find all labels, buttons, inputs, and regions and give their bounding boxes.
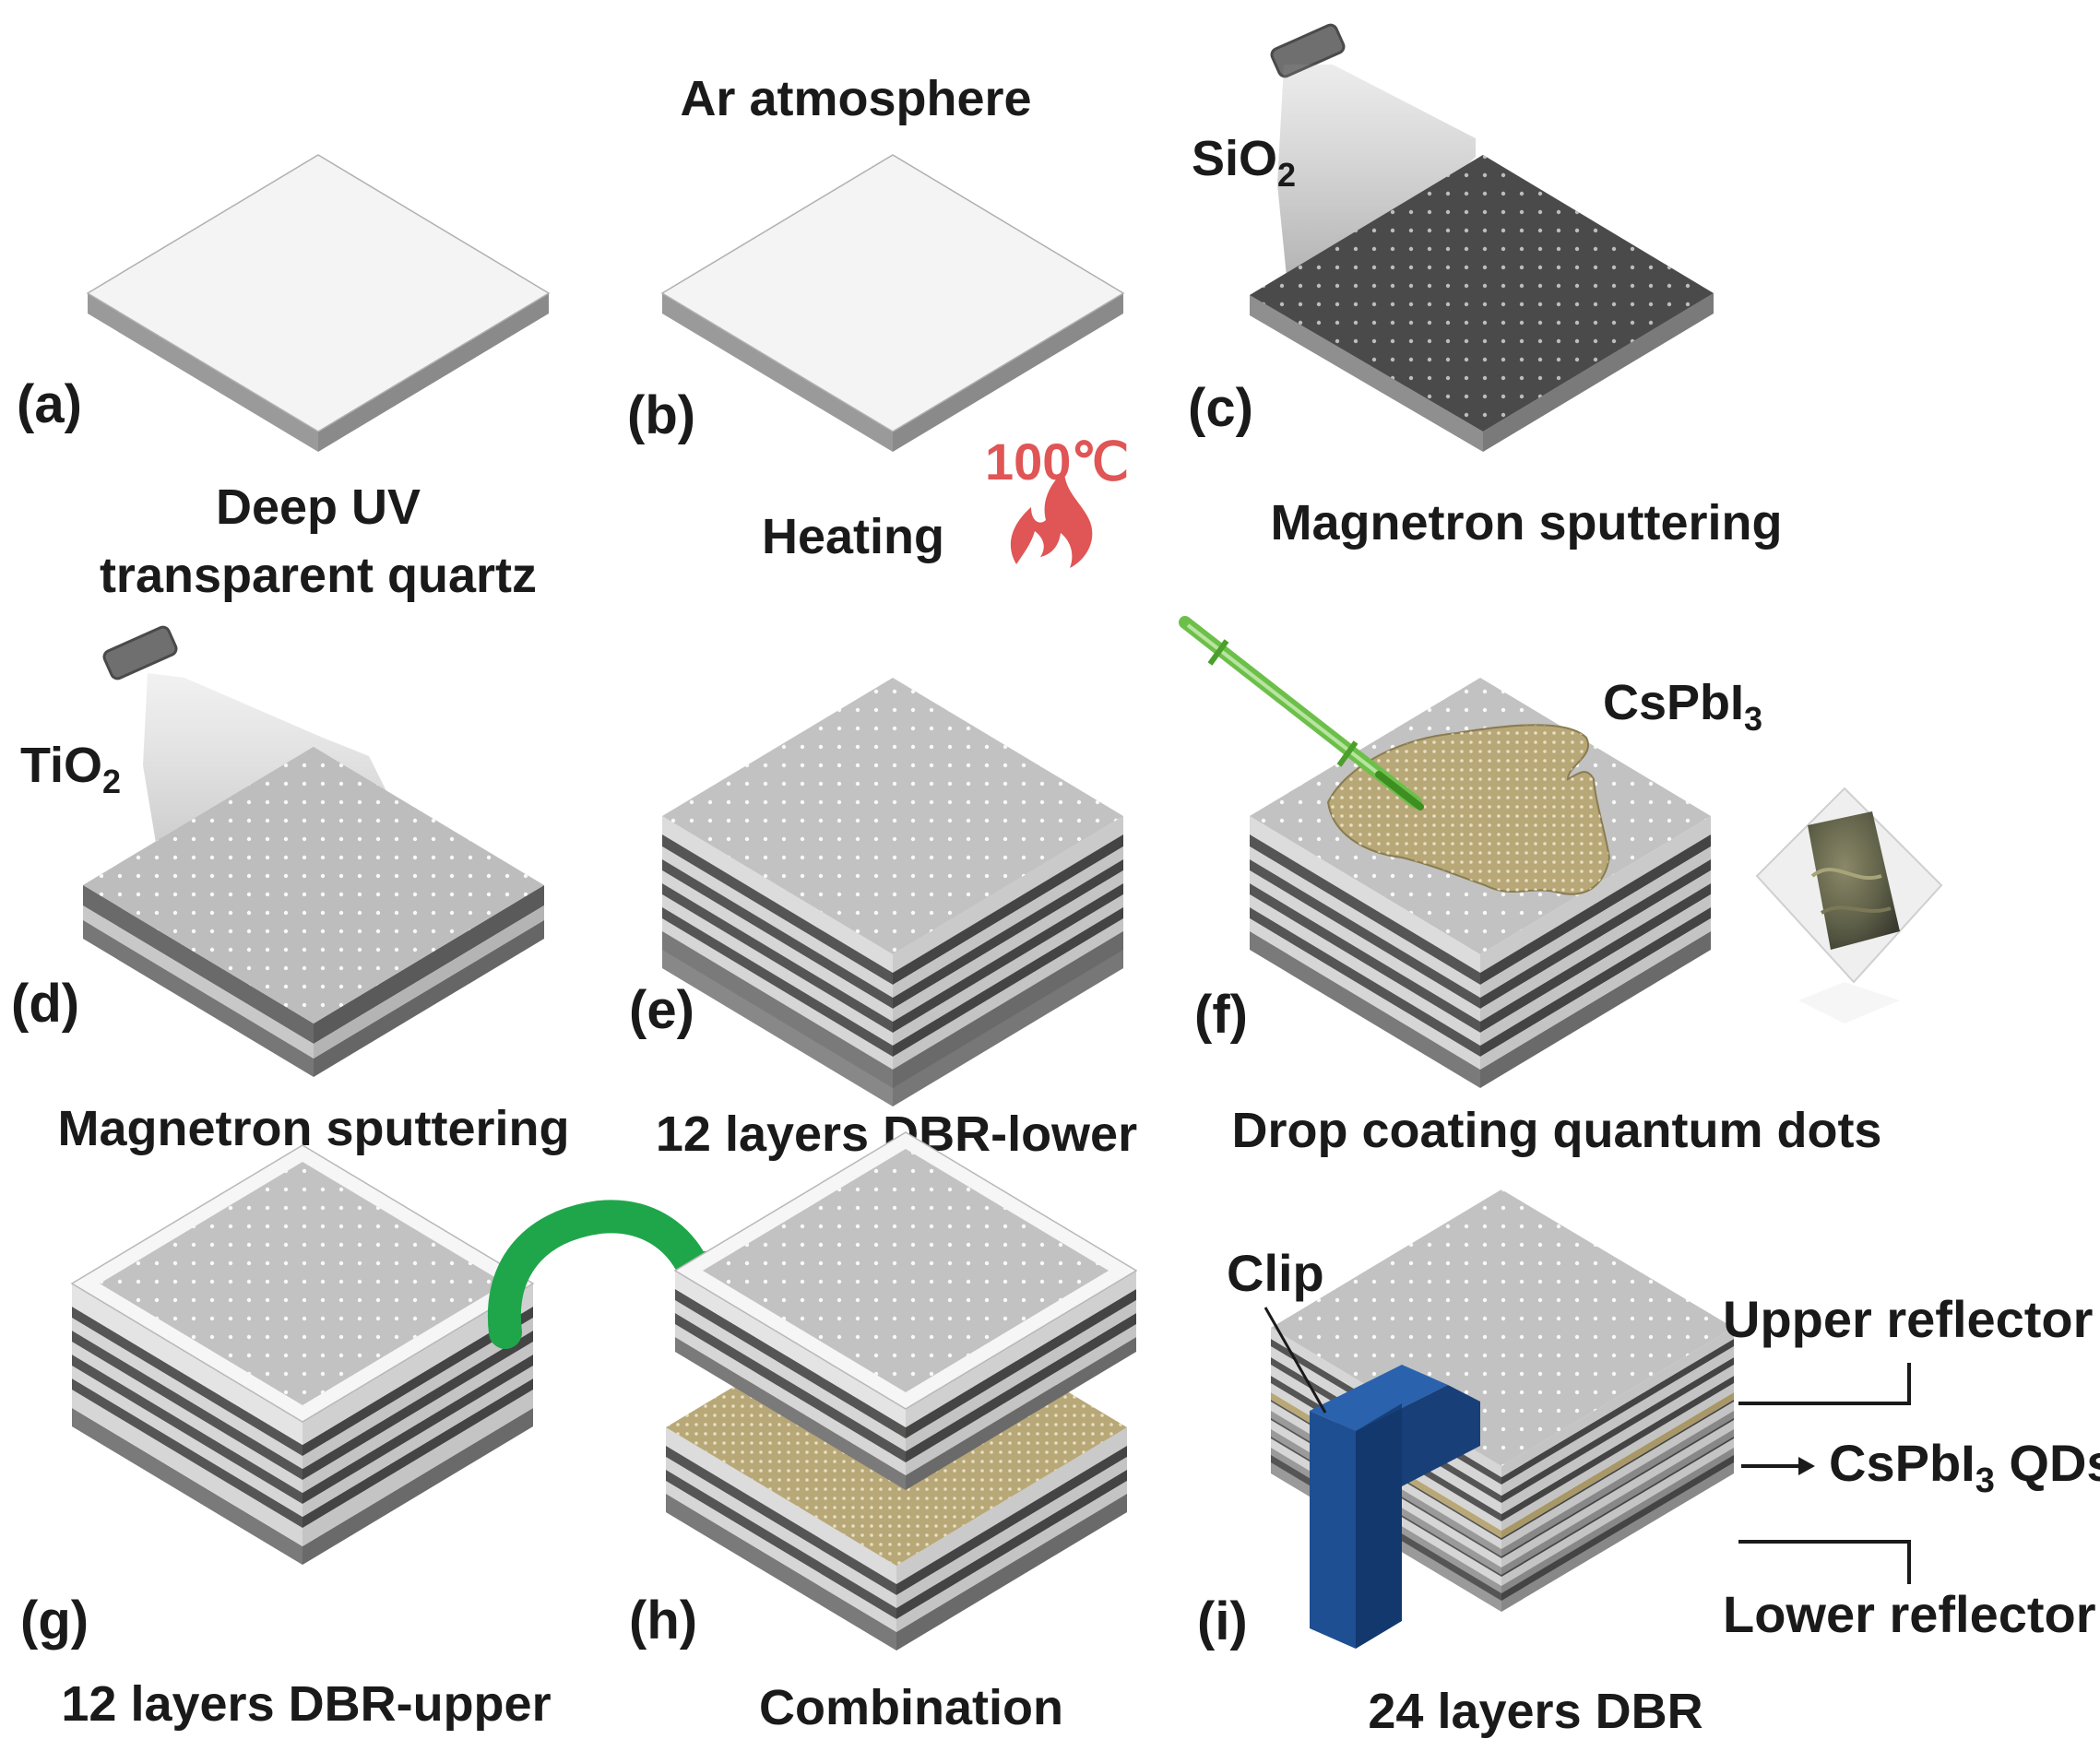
clip-label: Clip	[1227, 1244, 1324, 1302]
clip-leader-line	[1264, 1307, 1327, 1414]
sio2-label: SiO2	[1192, 131, 1296, 194]
sputter-target-d	[102, 625, 178, 680]
dbr-upper-stack-g	[70, 1144, 535, 1565]
sputter-plume-c	[1277, 65, 1476, 295]
panel-h: (h) Combination	[487, 1131, 1138, 1735]
clip	[1310, 1365, 1480, 1649]
panel-label-h: (h)	[629, 1591, 697, 1651]
upper-reflector-bracket	[1738, 1363, 1911, 1405]
dbr-upper-stack-h	[673, 1131, 1138, 1490]
panel-label-a: (a)	[17, 374, 82, 434]
panel-e: (e) 12 layers DBR-lower	[629, 678, 1137, 1162]
ar-atmosphere-label: Ar atmosphere	[680, 71, 1031, 126]
panel-b: Ar atmosphere (b) 100℃ Heating	[627, 71, 1129, 568]
panel-c: SiO2 (c) Magnetron sputtering	[1188, 23, 1782, 550]
upper-reflector-label: Upper reflector	[1723, 1290, 2093, 1348]
panel-label-e: (e)	[629, 980, 694, 1040]
qd-arrow-head	[1798, 1457, 1815, 1475]
panel-label-b: (b)	[627, 385, 695, 445]
tio2-coated-substrate	[83, 747, 544, 1077]
panel-a: (a) Deep UV transparent quartz	[17, 154, 551, 603]
caption-a-line1: Deep UV	[216, 479, 421, 535]
lower-reflector-label: Lower reflector	[1723, 1585, 2096, 1643]
caption-f: Drop coating quantum dots	[1232, 1103, 1882, 1158]
flame-icon	[1010, 470, 1093, 568]
panel-f: CsPbI3 (f) Drop coating quantum dots	[1179, 616, 1943, 1158]
cspbi3-qds-label: CsPbI3 QDs	[1829, 1434, 2100, 1500]
panel-label-i: (i)	[1197, 1591, 1248, 1651]
quartz-substrate-b	[660, 154, 1125, 452]
pipette-icon	[1179, 616, 1424, 811]
panel-label-c: (c)	[1188, 378, 1253, 438]
cspbi3-label-f: CsPbI3	[1603, 675, 1762, 738]
panel-g: (g) 12 layers DBR-upper	[20, 1144, 552, 1732]
caption-c: Magnetron sputtering	[1271, 495, 1783, 550]
caption-h: Combination	[759, 1680, 1063, 1735]
panel-d: TiO2 (d) Magnetron sputtering	[11, 625, 569, 1156]
sputter-target-c	[1270, 23, 1346, 78]
tio2-label: TiO2	[20, 738, 121, 800]
panel-label-d: (d)	[11, 974, 79, 1034]
caption-d: Magnetron sputtering	[58, 1101, 570, 1156]
quantum-dot-film	[1326, 724, 1611, 895]
sio2-coated-substrate	[1250, 155, 1714, 452]
caption-b: Heating	[762, 509, 944, 564]
caption-g: 12 layers DBR-upper	[61, 1676, 551, 1732]
panel-label-g: (g)	[20, 1591, 89, 1651]
caption-i: 24 layers DBR	[1368, 1684, 1703, 1739]
panel-i: Clip Upper reflector CsPbI3 QDs Lower re…	[1197, 1189, 2100, 1739]
panel-label-f: (f)	[1194, 985, 1248, 1045]
dbr-lower-stack-e	[662, 678, 1123, 1106]
sample-photo	[1755, 787, 1943, 1023]
caption-a-line2: transparent quartz	[100, 548, 537, 603]
lower-reflector-bracket	[1738, 1540, 1911, 1584]
quartz-substrate-a	[86, 154, 551, 452]
